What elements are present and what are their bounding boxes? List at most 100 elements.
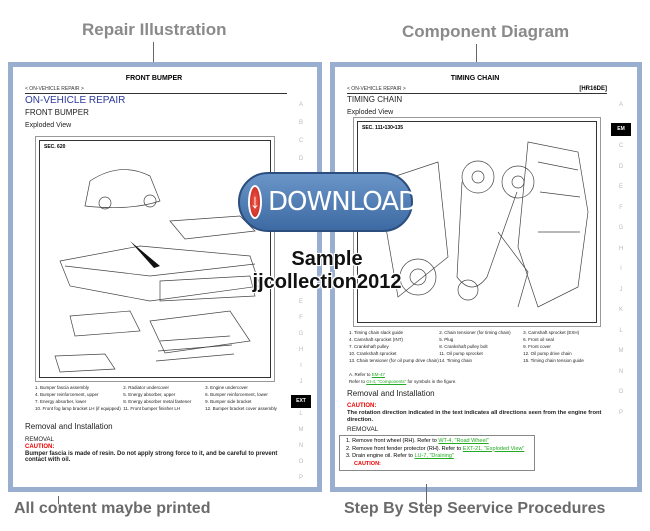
- watermark-sample: Sample: [291, 248, 363, 270]
- note-text: A. Refer to: [349, 372, 372, 377]
- side-tab-a[interactable]: A: [618, 102, 623, 108]
- side-tab-j[interactable]: J: [299, 379, 303, 385]
- side-tab-g[interactable]: G: [618, 225, 624, 231]
- page-header: TIMING CHAIN: [450, 75, 500, 82]
- page-title: ON-VEHICLE REPAIR: [25, 95, 126, 106]
- side-tab-n[interactable]: N: [298, 443, 304, 449]
- side-tab-f[interactable]: F: [299, 315, 303, 321]
- legend-item: 11. Oil pump sprocket: [439, 351, 483, 356]
- side-tab-e[interactable]: E: [618, 184, 623, 190]
- legend-item: 12. Bumper bracket cover assembly: [205, 406, 277, 411]
- side-tab-c[interactable]: C: [618, 143, 624, 149]
- legend-item: 1. Timing chain slack guide: [349, 330, 404, 335]
- step-caution-label: CAUTION:: [354, 460, 381, 467]
- download-label: DOWNLOAD: [268, 187, 418, 217]
- side-tab-h[interactable]: H: [298, 347, 304, 353]
- sec-label: SEC. 620: [44, 144, 66, 150]
- legend-item: 11. Front bumper finisher LH: [123, 406, 181, 411]
- caption-component-diagram: Component Diagram: [402, 22, 570, 41]
- exploded-view-diagram: SEC. 620: [35, 136, 275, 382]
- page-header: FRONT BUMPER: [125, 75, 183, 82]
- legend-item: 9. Bumper side bracket: [205, 399, 252, 404]
- legend-item: 6. Front oil seal: [523, 337, 554, 342]
- legend-item: 5. Energy absorber, upper: [123, 392, 176, 397]
- step-reference-link[interactable]: WT-4, "Road Wheel": [438, 438, 489, 444]
- side-tab-g[interactable]: G: [298, 331, 304, 337]
- removal-installation-heading: Removal and Installation: [25, 422, 113, 431]
- side-tab-p[interactable]: P: [298, 475, 303, 481]
- side-tab-i[interactable]: I: [300, 363, 302, 369]
- side-tab-d[interactable]: D: [618, 163, 624, 170]
- legend-item: 10. Front fog lamp bracket LH (if equipp…: [35, 406, 121, 411]
- caption-all-content: All content maybe printed: [14, 500, 211, 517]
- download-arrow-icon: ↓: [248, 185, 262, 219]
- side-tab-m[interactable]: M: [618, 348, 624, 354]
- side-tab-em[interactable]: EM: [611, 122, 631, 136]
- side-tab-l[interactable]: L: [619, 327, 623, 334]
- engine-code: [HR16DE]: [579, 86, 607, 92]
- side-tab-c[interactable]: C: [298, 138, 304, 144]
- side-tab-ext[interactable]: EXT: [291, 395, 311, 408]
- procedure-steps: 1. Remove front wheel (RH). Refer to WT-…: [339, 435, 535, 471]
- procedure-step: 2. Remove front fender protector (RH). R…: [346, 446, 528, 454]
- leader-line: [426, 484, 427, 504]
- caption-step-by-step: Step By Step Seervice Procedures: [344, 500, 606, 517]
- legend-item: 2. Chain tensioner (for timing chain): [439, 330, 511, 335]
- note-b: Refer to GI-4, "Components" for symbols …: [349, 379, 457, 384]
- breadcrumb: < ON-VEHICLE REPAIR >: [25, 86, 84, 92]
- side-tab-f[interactable]: F: [619, 204, 623, 211]
- procedure-step: 1. Remove front wheel (RH). Refer to WT-…: [346, 438, 528, 446]
- em-47-link[interactable]: EM-47: [371, 372, 386, 377]
- side-tab-h[interactable]: H: [618, 245, 624, 252]
- side-tab-e[interactable]: E: [298, 299, 303, 305]
- page-title: TIMING CHAIN: [347, 95, 403, 104]
- manual-page-timing-chain: TIMING CHAIN < ON-VEHICLE REPAIR > [HR16…: [330, 62, 642, 492]
- legend-item: 8. Crankshaft pulley bolt: [439, 344, 488, 349]
- breadcrumb: < ON-VEHICLE REPAIR >: [347, 86, 406, 92]
- removal-installation-heading: Removal and Installation: [347, 389, 435, 398]
- sec-label: SEC. 111•130•135: [362, 125, 404, 131]
- divider: [25, 93, 287, 94]
- side-tab-m[interactable]: M: [298, 427, 304, 433]
- removal-label: REMOVAL: [25, 437, 54, 443]
- watermark-owner: jjcollection2012: [252, 271, 402, 293]
- side-tab-l[interactable]: L: [299, 411, 303, 417]
- step-reference-link[interactable]: LU-7, "Draining": [414, 453, 454, 459]
- engine-illustration: [377, 141, 589, 308]
- procedure-step: 3. Drain engine oil. Refer to LU-7, "Dra…: [346, 453, 528, 461]
- side-tab-o[interactable]: O: [298, 459, 304, 465]
- legend-item: 8. Energy absorber metal fastener: [123, 399, 192, 404]
- legend-item: 7. Energy absorber, lower: [35, 399, 87, 404]
- legend-item: 2. Radiator undercover: [123, 385, 169, 390]
- section-title: Exploded View: [25, 122, 72, 129]
- legend-item: 13. Chain tensioner (for oil pump drive …: [349, 358, 439, 363]
- side-tab-b[interactable]: B: [298, 120, 303, 126]
- note-a: A. Refer to EM-47: [349, 372, 385, 377]
- bumper-illustration: [54, 169, 261, 373]
- removal-label: REMOVAL: [347, 426, 379, 433]
- page-subtitle: FRONT BUMPER: [25, 108, 89, 117]
- divider: [347, 93, 607, 94]
- side-tab-a[interactable]: A: [298, 102, 303, 108]
- side-tab-i[interactable]: I: [620, 266, 622, 272]
- side-tab-j[interactable]: J: [619, 286, 623, 293]
- caution-label: CAUTION:: [347, 403, 377, 409]
- side-tab-k[interactable]: K: [618, 307, 623, 313]
- gi-4-link[interactable]: GI-4, "Components": [366, 379, 407, 384]
- caution-text: The rotation direction indicated in the …: [347, 410, 602, 423]
- step-text: 2. Remove front fender protector (RH). R…: [346, 445, 463, 452]
- step-text: 3. Drain engine oil. Refer to: [346, 453, 415, 459]
- legend-item: 9. Front cover: [523, 344, 551, 349]
- download-button[interactable]: ↓ DOWNLOAD: [238, 172, 418, 232]
- side-tab-d[interactable]: D: [298, 156, 304, 162]
- legend-item: 7. Crankshaft pulley: [349, 344, 389, 349]
- side-tab-n[interactable]: N: [618, 368, 624, 375]
- legend-item: 10. Crankshaft sprocket: [349, 351, 397, 356]
- side-tab-o[interactable]: O: [618, 389, 624, 395]
- legend-item: 4. Camshaft sprocket (INT): [349, 337, 404, 342]
- step-reference-link[interactable]: EXT-21, "Exploded View": [462, 445, 525, 452]
- legend-item: 12. Oil pump drive chain: [523, 351, 572, 356]
- legend-item: 15. Timing chain tension guide: [523, 358, 584, 363]
- legend-item: 1. Bumper fascia assembly: [35, 385, 90, 390]
- side-tab-p[interactable]: P: [618, 409, 623, 416]
